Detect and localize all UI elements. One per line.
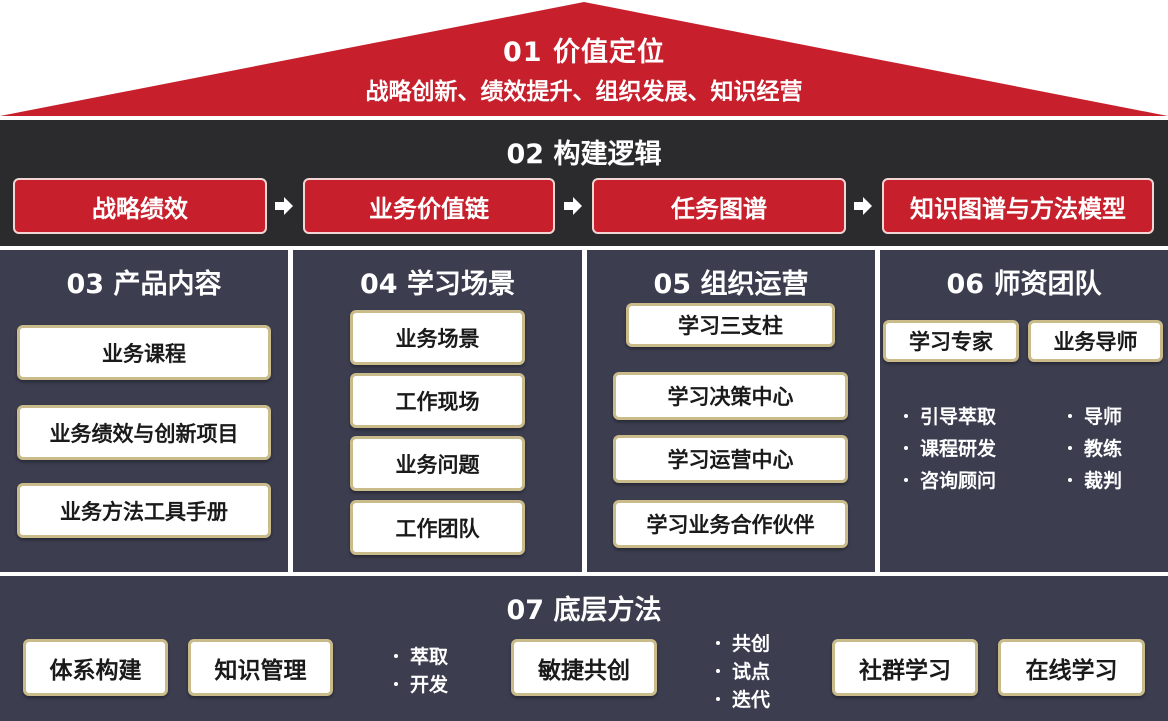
build-logic-title: 02 构建逻辑	[506, 139, 662, 170]
agile-bullet: 迭代	[716, 685, 770, 712]
roof-banner	[0, 2, 1168, 116]
method-community-learning: 社群学习	[832, 639, 978, 696]
method-online-learning: 在线学习	[998, 639, 1145, 696]
role-learning-expert: 学习专家	[883, 320, 1019, 362]
method-agile-cocreation: 敏捷共创	[511, 639, 657, 696]
arrow-right-icon	[564, 197, 582, 215]
panel-title: 05 组织运营	[653, 269, 809, 300]
value-positioning-title: 01 价值定位	[503, 37, 665, 68]
km-bullet: 开发	[394, 670, 448, 697]
arrow-right-icon	[275, 197, 293, 215]
scene-item: 业务场景	[350, 310, 525, 365]
agile-bullet: 共创	[716, 629, 770, 656]
expert-duty: 课程研发	[904, 434, 996, 461]
operation-item: 学习业务合作伙伴	[613, 500, 848, 548]
value-positioning-subtitle: 战略创新、绩效提升、组织发展、知识经营	[365, 79, 803, 105]
product-item: 业务方法工具手册	[17, 483, 271, 538]
operation-item: 学习运营中心	[613, 435, 848, 483]
logic-step-knowledge-map: 知识图谱与方法模型	[882, 178, 1154, 234]
expert-duty: 引导萃取	[904, 402, 996, 429]
arrow-right-icon	[854, 197, 872, 215]
method-system-building: 体系构建	[23, 639, 168, 696]
logic-step-value-chain: 业务价值链	[303, 178, 555, 234]
mentor-duty: 教练	[1068, 434, 1122, 461]
product-item: 业务课程	[17, 325, 271, 380]
scene-item: 业务问题	[350, 436, 525, 491]
scene-item: 工作团队	[350, 500, 525, 555]
scene-item: 工作现场	[350, 373, 525, 428]
agile-bullet: 试点	[716, 657, 770, 684]
mentor-duty: 裁判	[1068, 466, 1122, 493]
operation-item: 学习三支柱	[626, 303, 835, 347]
panel-org-operations: 05 组织运营 学习三支柱 学习决策中心 学习运营中心 学习业务合作伙伴	[587, 250, 875, 572]
panel-faculty-team: 06 师资团队 学习专家 业务导师 引导萃取 课程研发 咨询顾问 导师 教练 裁…	[880, 250, 1168, 572]
panel-title: 03 产品内容	[66, 269, 222, 300]
expert-duty: 咨询顾问	[904, 466, 996, 493]
mentor-duty: 导师	[1068, 402, 1122, 429]
operation-item: 学习决策中心	[613, 372, 848, 420]
logic-step-task-map: 任务图谱	[592, 178, 846, 234]
logic-step-strategy: 战略绩效	[13, 178, 267, 234]
panel-title: 06 师资团队	[946, 269, 1102, 300]
method-knowledge-management: 知识管理	[188, 639, 333, 696]
panel-learning-scenes: 04 学习场景 业务场景 工作现场 业务问题 工作团队	[293, 250, 582, 572]
panel-product-content: 03 产品内容 业务课程 业务绩效与创新项目 业务方法工具手册	[0, 250, 288, 572]
foundational-methods-title: 07 底层方法	[506, 595, 662, 626]
role-business-mentor: 业务导师	[1028, 320, 1163, 362]
km-bullet: 萃取	[394, 642, 448, 669]
product-item: 业务绩效与创新项目	[17, 405, 271, 460]
panel-title: 04 学习场景	[360, 269, 515, 300]
